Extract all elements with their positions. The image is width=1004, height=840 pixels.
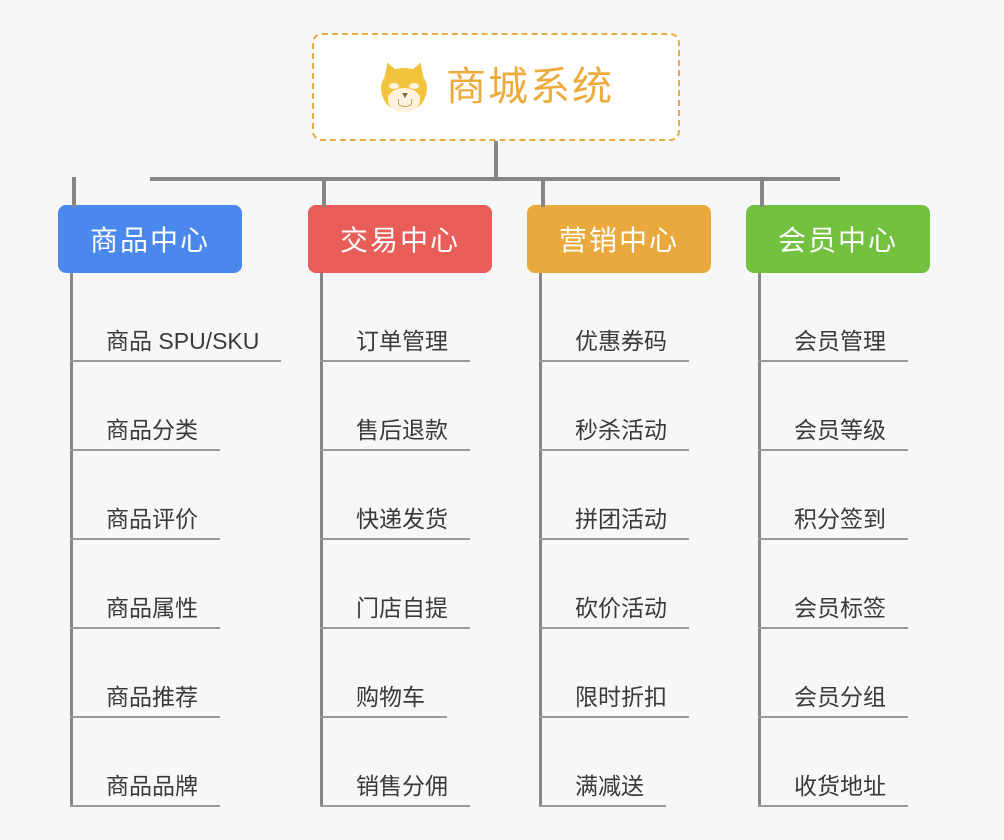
category-header-product-center[interactable]: 商品中心 [58,205,242,273]
leaf-item[interactable]: 销售分佣 [320,718,470,807]
column-member-center: 会员中心会员管理会员等级积分签到会员标签会员分组收货地址 [746,205,930,807]
leaf-item-label: 积分签到 [758,506,908,540]
leaf-item-label: 会员标签 [758,595,908,629]
leaf-item[interactable]: 积分签到 [758,451,908,540]
leaf-item[interactable]: 商品属性 [70,540,281,629]
leaf-list-marketing-center: 优惠券码秒杀活动拼团活动砍价活动限时折扣满减送 [539,273,689,807]
category-header-trade-center[interactable]: 交易中心 [308,205,492,273]
shiba-dog-icon [378,59,430,113]
leaf-item[interactable]: 拼团活动 [539,451,689,540]
leaf-item-label: 收货地址 [758,773,908,807]
category-stem-marketing-center [541,177,545,207]
category-header-member-center[interactable]: 会员中心 [746,205,930,273]
leaf-item-label: 商品 SPU/SKU [70,328,282,362]
leaf-item-label: 购物车 [320,684,447,718]
leaf-item-label: 商品分类 [70,417,220,451]
leaf-item-label: 快递发货 [320,506,470,540]
leaf-item[interactable]: 商品品牌 [70,718,281,807]
leaf-item[interactable]: 会员管理 [758,273,908,362]
leaf-item[interactable]: 优惠券码 [539,273,689,362]
leaf-list-member-center: 会员管理会员等级积分签到会员标签会员分组收货地址 [758,273,908,807]
category-header-marketing-center[interactable]: 营销中心 [527,205,711,273]
category-bus-connector [150,177,840,181]
leaf-item-label: 会员等级 [758,417,908,451]
leaf-item-label: 砍价活动 [539,595,689,629]
leaf-item-label: 秒杀活动 [539,417,689,451]
leaf-item[interactable]: 满减送 [539,718,689,807]
leaf-item-label: 门店自提 [320,595,470,629]
leaf-item[interactable]: 商品分类 [70,362,281,451]
leaf-list-trade-center: 订单管理售后退款快递发货门店自提购物车销售分佣 [320,273,470,807]
leaf-item[interactable]: 订单管理 [320,273,470,362]
leaf-item-label: 商品属性 [70,595,220,629]
column-product-center: 商品中心商品 SPU/SKU 商品分类商品评价商品属性商品推荐商品品牌 [58,205,282,807]
leaf-item[interactable]: 会员标签 [758,540,908,629]
category-stem-trade-center [322,177,326,207]
leaf-item-label: 销售分佣 [320,773,470,807]
leaf-item-label: 订单管理 [320,328,470,362]
leaf-item-label: 拼团活动 [539,506,689,540]
leaf-item[interactable]: 快递发货 [320,451,470,540]
leaf-item[interactable]: 秒杀活动 [539,362,689,451]
leaf-item[interactable]: 购物车 [320,629,470,718]
leaf-item-label: 会员管理 [758,328,908,362]
leaf-item[interactable]: 会员分组 [758,629,908,718]
leaf-item[interactable]: 商品 SPU/SKU [70,273,282,362]
leaf-item-label: 优惠券码 [539,328,689,362]
leaf-item[interactable]: 砍价活动 [539,540,689,629]
leaf-item-label: 售后退款 [320,417,470,451]
category-stem-member-center [760,177,764,207]
leaf-item-label: 限时折扣 [539,684,689,718]
leaf-item-label: 商品品牌 [70,773,220,807]
leaf-item[interactable]: 会员等级 [758,362,908,451]
root-title: 商城系统 [446,65,614,109]
leaf-item[interactable]: 商品评价 [70,451,281,540]
leaf-item[interactable]: 门店自提 [320,540,470,629]
root-node[interactable]: 商城系统 [312,33,680,141]
leaf-item[interactable]: 商品推荐 [70,629,281,718]
leaf-item-label: 商品评价 [70,506,220,540]
leaf-item-label: 商品推荐 [70,684,220,718]
leaf-list-product-center: 商品 SPU/SKU 商品分类商品评价商品属性商品推荐商品品牌 [70,273,282,807]
leaf-item[interactable]: 限时折扣 [539,629,689,718]
leaf-item[interactable]: 收货地址 [758,718,908,807]
leaf-item-label: 会员分组 [758,684,908,718]
column-marketing-center: 营销中心优惠券码秒杀活动拼团活动砍价活动限时折扣满减送 [527,205,711,807]
category-stem-product-center [72,177,76,207]
column-trade-center: 交易中心订单管理售后退款快递发货门店自提购物车销售分佣 [308,205,492,807]
root-stem-connector [494,141,498,179]
leaf-item[interactable]: 售后退款 [320,362,470,451]
leaf-item-label: 满减送 [539,773,666,807]
